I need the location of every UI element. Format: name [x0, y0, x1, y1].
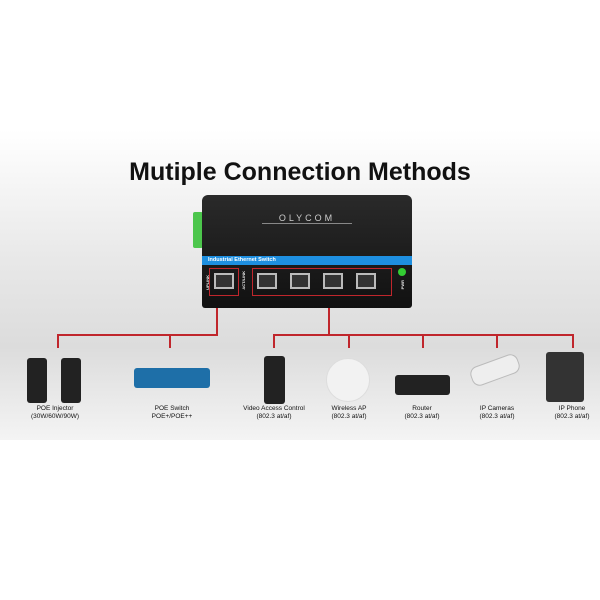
power-led — [398, 268, 406, 276]
wireless-ap-image — [326, 358, 370, 402]
model-strip: Industrial Ethernet Switch — [202, 256, 412, 265]
port-3 — [290, 273, 310, 289]
connector-line — [496, 334, 498, 348]
port-2 — [323, 273, 343, 289]
device-label: Router(802.3 at/af) — [404, 405, 440, 420]
actlink-label: ACT/LINK — [241, 271, 246, 290]
page-title: Mutiple Connection Methods — [129, 158, 471, 186]
ip-phone-image — [546, 352, 584, 402]
device-label: Wireless AP(802.3 at/af) — [331, 405, 367, 420]
device-label: IP Phone(802.3 at/af) — [554, 405, 590, 420]
port-1 — [356, 273, 376, 289]
poe-port-group — [252, 268, 392, 296]
ethernet-switch: OLYCOM Industrial Ethernet Switch UPLINK… — [202, 195, 412, 308]
connector-line — [422, 334, 424, 348]
connector-line — [328, 308, 330, 335]
poe-injector-image — [61, 358, 81, 403]
uplink-group — [209, 268, 239, 296]
router-image — [395, 375, 450, 395]
device-label: Video Access Control(802.3 at/af) — [243, 405, 305, 420]
brand-logo: OLYCOM — [262, 213, 352, 224]
connector-line — [572, 334, 574, 348]
connector-line — [57, 334, 59, 348]
port-4 — [257, 273, 277, 289]
device-label: POE Injector(30W/60W/90W) — [30, 405, 80, 420]
device-label: IP Cameras(802.3 at/af) — [479, 405, 515, 420]
connector-line — [57, 334, 218, 336]
uplink-port — [214, 273, 234, 289]
pwr-label: PWR — [400, 280, 405, 290]
connector-line — [169, 334, 171, 348]
poe-switch-image — [134, 368, 210, 388]
connector-line — [216, 308, 218, 335]
terminal-block — [193, 212, 203, 248]
access-control-image — [264, 356, 285, 404]
connector-line — [273, 334, 275, 348]
white-area — [0, 440, 600, 600]
connector-line — [348, 334, 350, 348]
poe-injector-image — [27, 358, 47, 403]
